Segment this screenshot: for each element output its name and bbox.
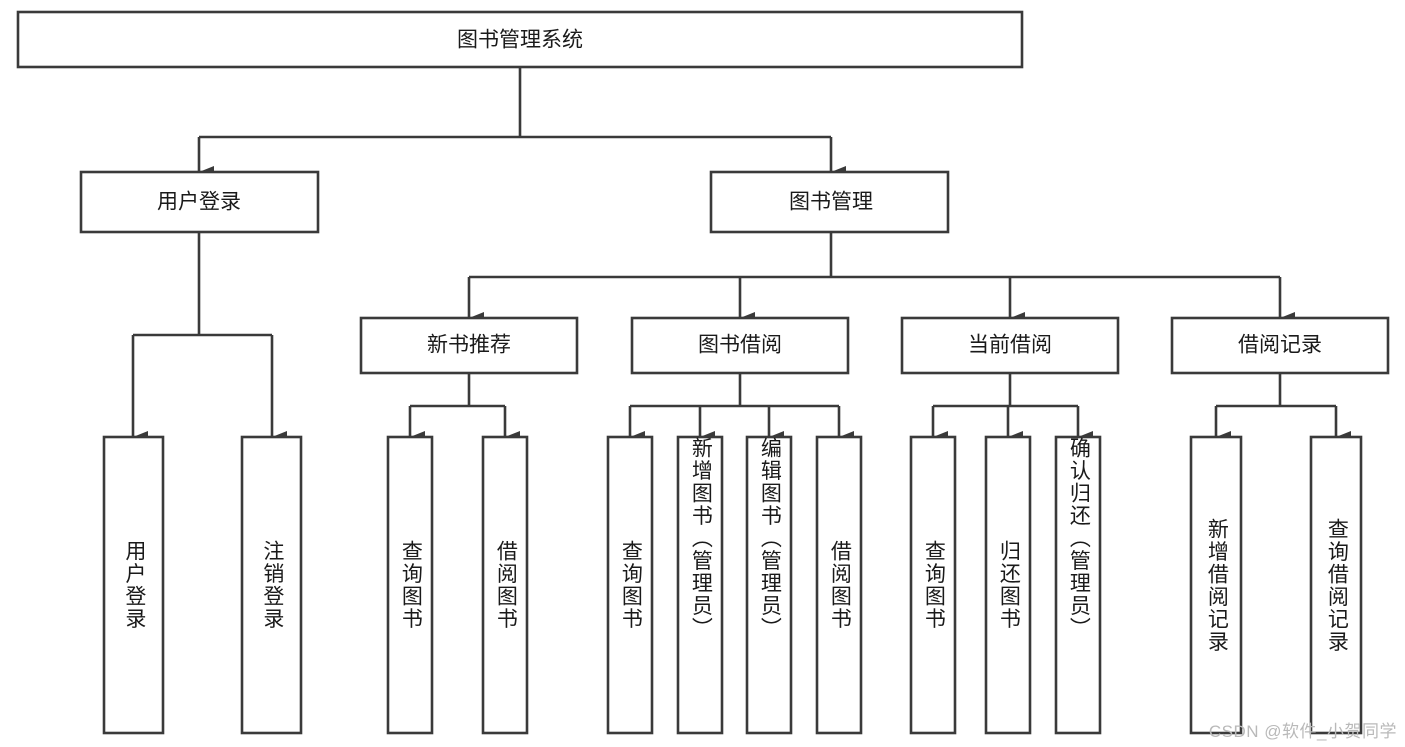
node-leaf-add-book[interactable]	[676, 435, 724, 735]
node-leaf-edit-book[interactable]	[745, 435, 793, 735]
node-leaf-user-logout[interactable]	[240, 435, 303, 735]
node-new-book-recommend-label: 新书推荐	[427, 334, 511, 357]
node-user-login-label: 用户登录	[157, 191, 241, 214]
node-leaf-return-book[interactable]	[984, 435, 1032, 735]
node-new-book-recommend[interactable]	[359, 316, 579, 375]
node-current-borrow-label: 当前借阅	[968, 334, 1052, 357]
node-borrow-record[interactable]	[1170, 316, 1390, 375]
node-borrow-record-label: 借阅记录	[1238, 334, 1322, 357]
csdn-watermark: CSDN @软件_小贺同学	[1208, 722, 1397, 741]
node-leaf-query-book-2[interactable]	[606, 435, 654, 735]
node-leaf-query-book-1[interactable]	[386, 435, 434, 735]
node-leaf-user-login[interactable]	[102, 435, 165, 735]
node-book-borrow[interactable]	[630, 316, 850, 375]
node-leaf-confirm-return[interactable]	[1054, 435, 1102, 735]
node-leaf-add-record[interactable]	[1189, 435, 1243, 735]
node-book-manage[interactable]	[709, 170, 950, 234]
node-root[interactable]	[16, 10, 1024, 69]
connector-layer	[131, 67, 1351, 443]
node-leaf-query-record[interactable]	[1309, 435, 1363, 735]
node-book-borrow-label: 图书借阅	[698, 334, 782, 357]
node-book-manage-label: 图书管理	[789, 191, 873, 214]
node-user-login[interactable]	[79, 170, 320, 234]
node-layer: 图书管理系统 用户登录 图书管理 新书推荐 图书借阅 当前借阅 借阅记录	[16, 10, 1390, 735]
node-leaf-borrow-book-1[interactable]	[481, 435, 529, 735]
node-leaf-borrow-book-2[interactable]	[815, 435, 863, 735]
node-leaf-query-book-3[interactable]	[909, 435, 957, 735]
node-current-borrow[interactable]	[900, 316, 1120, 375]
node-root-label: 图书管理系统	[457, 29, 583, 52]
